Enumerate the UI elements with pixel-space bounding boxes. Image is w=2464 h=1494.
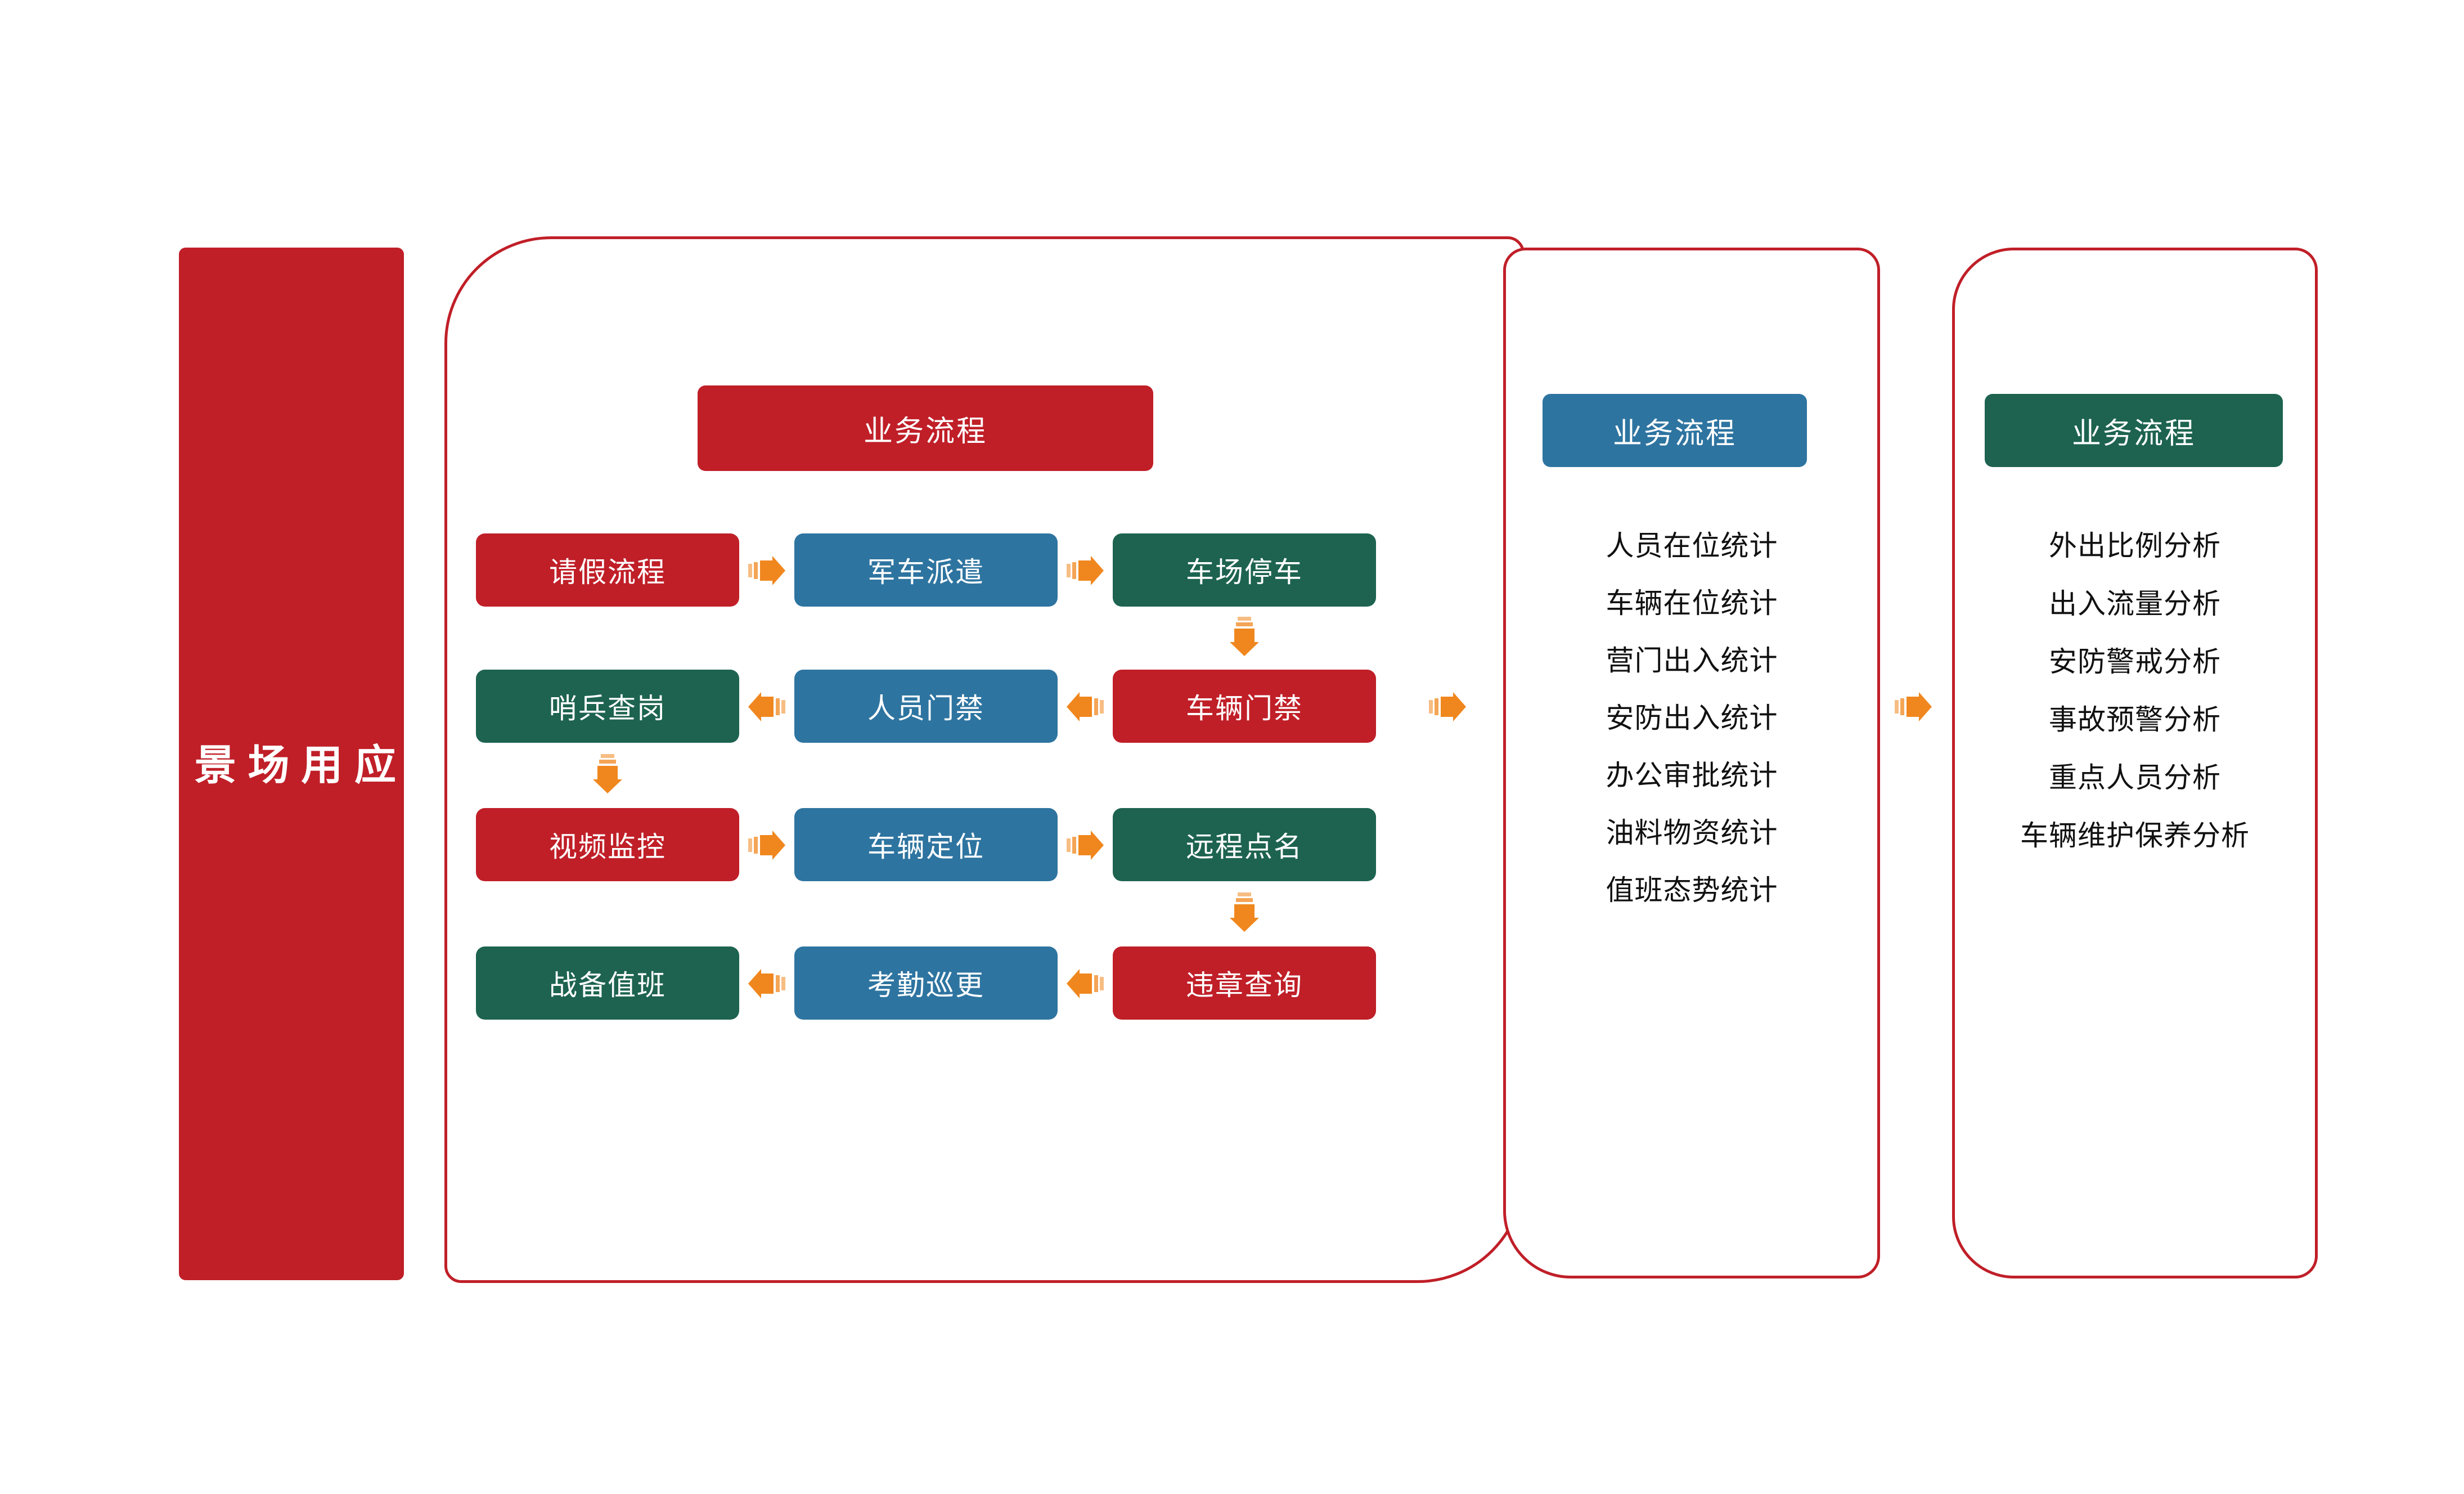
list-item: 出入流量分析 [2049,588,2221,620]
list-item: 值班态势统计 [1606,874,1778,906]
list-item: 车辆在位统计 [1606,587,1778,619]
process-node-shaobingchagang[interactable]: 哨兵查岗 [476,670,739,743]
process-node-junchepaiqian[interactable]: 军车派遣 [794,533,1058,607]
list-item: 营门出入统计 [1606,645,1778,676]
application-scenario-banner: 应 用 场 景 [179,248,404,1280]
process-node-qingjialiucheng[interactable]: 请假流程 [476,533,739,607]
process-node-yuanchengdianming[interactable]: 远程点名 [1113,808,1376,881]
process-node-cheliangdingwei[interactable]: 车辆定位 [794,808,1058,881]
process-node-cheliangmenjin[interactable]: 车辆门禁 [1113,670,1376,743]
list-item: 安防出入统计 [1606,702,1778,734]
list-item: 安防警戒分析 [2049,646,2221,678]
statistics-panel-header: 业务流程 [1543,394,1807,467]
statistics-item-list: 人员在位统计 车辆在位统计 营门出入统计 安防出入统计 办公审批统计 油料物资统… [1519,523,1865,925]
analysis-panel-header: 业务流程 [1985,394,2283,467]
main-flow-header: 业务流程 [698,385,1153,471]
list-item: 事故预警分析 [2049,704,2221,735]
list-item: 油料物资统计 [1606,817,1778,849]
process-node-zhanbeizhiban[interactable]: 战备值班 [476,946,739,1020]
process-node-chechangtingche[interactable]: 车场停车 [1113,533,1376,607]
list-item: 重点人员分析 [2049,762,2221,793]
list-item: 车辆维护保养分析 [2020,820,2250,851]
list-item: 人员在位统计 [1606,530,1778,562]
list-item: 办公审批统计 [1606,760,1778,791]
process-node-shipinjiankong[interactable]: 视频监控 [476,808,739,881]
list-item: 外出比例分析 [2049,530,2221,562]
analysis-item-list: 外出比例分析 出入流量分析 安防警戒分析 事故预警分析 重点人员分析 车辆维护保… [1963,523,2306,871]
process-node-kaoqinxungeng[interactable]: 考勤巡更 [794,946,1058,1020]
process-node-weizhangchaxun[interactable]: 违章查询 [1113,946,1376,1020]
process-node-renyuanmenjin[interactable]: 人员门禁 [794,670,1058,743]
application-scenario-label: 应 用 场 景 [188,742,395,786]
